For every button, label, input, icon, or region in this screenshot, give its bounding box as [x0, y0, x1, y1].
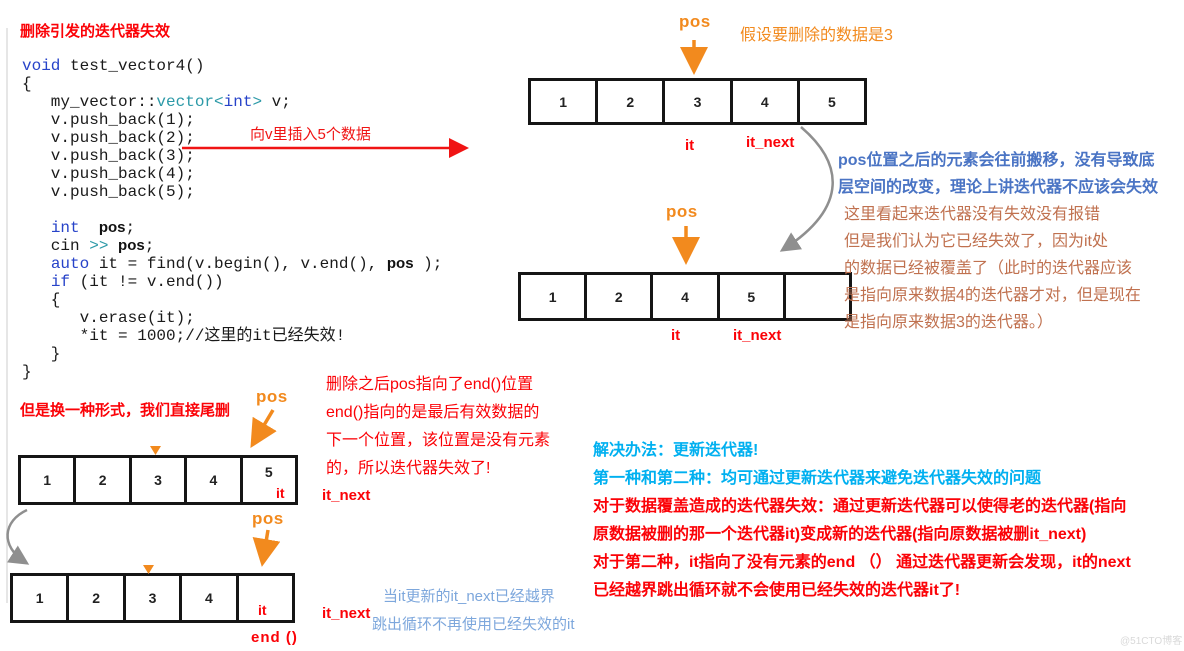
code-line [22, 201, 442, 219]
tail-curve-arrow [6, 508, 30, 565]
code-line: cin >> pos; [22, 237, 155, 255]
it-label-1: it [685, 137, 695, 154]
tail-delete-heading: 但是换一种形式，我们直接尾删 [20, 402, 231, 419]
vector-cell: 2 [66, 576, 122, 620]
page-edge-line [6, 28, 8, 603]
vector-cell: 4 [729, 81, 797, 122]
vector-cell [782, 275, 849, 318]
it-label-2: it [671, 327, 681, 344]
it-next-label-3: it_next [322, 487, 371, 504]
note-line: 这里看起来迭代器没有失效没有报错 [844, 206, 1101, 223]
vector-cell: 1 [35, 590, 44, 606]
note-line: 对于数据覆盖造成的迭代器失效：通过更新迭代器可以使得老的迭代器(指向 [593, 498, 1127, 515]
vector-cell: 5 [796, 81, 864, 122]
code-line: v.push_back(5); [22, 183, 195, 201]
note-line: 原数据被删的那一个迭代器it)变成新的迭代器(指向原数据被删it_next) [593, 526, 1087, 543]
note-line: 但是我们认为它已经失效了，因为it处 [844, 233, 1109, 250]
code-line: } [22, 345, 61, 363]
pos-label-3: pos [256, 387, 288, 406]
note-line: 删除之后pos指向了end()位置 [326, 376, 534, 393]
code-line: v.push_back(2); [22, 129, 195, 147]
note-line: 下一个位置，该位置是没有元素 [326, 432, 551, 449]
watermark: @51CTO博客 [1120, 636, 1183, 647]
shift-explanation-note: pos位置之后的元素会往前搬移，没有导致底层空间的改变，理论上讲迭代器不应该会失… [838, 147, 1158, 336]
vector-cell: 3 [128, 458, 184, 502]
vector-cell: 4 [650, 275, 716, 318]
vector-cell: 2 [73, 458, 128, 502]
vector-cell [235, 576, 292, 620]
code-line: *it = 1000;//这里的it已经失效! [22, 327, 346, 345]
insert-note: 向v里插入5个数据 [250, 126, 371, 143]
vector-cell: 5 [239, 458, 295, 502]
it-label-4: it [258, 602, 267, 618]
vector-cell: 3 [662, 81, 729, 122]
note-line: 的，所以迭代器失效了! [326, 460, 491, 477]
note-line: 层空间的改变，理论上讲迭代器不应该会失效 [838, 179, 1159, 196]
code-line: if (it != v.end()) [50, 273, 224, 291]
vector-cell: 3 [122, 576, 179, 620]
page-title: 删除引发的迭代器失效 [20, 23, 171, 40]
note-line: 的数据已经被覆盖了（此时的迭代器应该 [844, 260, 1133, 277]
code-line: v.push_back(3); [22, 147, 195, 165]
code-line: my_vector::vector<int> v; [22, 93, 291, 111]
note-line: 对于第二种，it指向了没有元素的end （） 通过迭代器更新会发现，it的nex… [593, 554, 1131, 571]
it-next-label-1: it_next [746, 134, 795, 151]
code-line: v.erase(it); [22, 309, 195, 327]
out-of-range-note-line1: 当it更新的it_next已经越界 [383, 588, 555, 605]
vector-cell: 5 [716, 275, 783, 318]
vector-cell: 1 [548, 288, 557, 305]
note-line: 第一种和第二种：均可通过更新迭代器来避免迭代器失效的问题 [593, 470, 1042, 487]
code-line: { [22, 291, 61, 309]
note-line: 是指向原来数据4的迭代器才对，但是现在 [844, 287, 1141, 304]
solution-note: 解决办法：更新迭代器! 第一种和第二种：均可通过更新迭代器来避免迭代器失效的问题对… [593, 437, 1131, 605]
code-line: int pos; [50, 219, 136, 237]
code-line: { [22, 75, 32, 93]
note-line: 已经越界跳出循环就不会使用已经失效的迭代器it了! [593, 582, 961, 599]
pos-label-1: pos [679, 12, 711, 31]
vector-cell: 1 [43, 472, 52, 488]
end-label: end () [251, 629, 298, 646]
vector-cell: 4 [184, 458, 239, 502]
code-line: void test_vector4() [22, 57, 205, 75]
code-line: } [22, 363, 32, 381]
note-line: pos位置之后的元素会往前搬移，没有导致底 [838, 152, 1155, 169]
vector-cell: 4 [179, 576, 235, 620]
vector-cell: 2 [584, 275, 650, 318]
it-next-label-4: it_next [322, 605, 371, 622]
code-line: v.push_back(4); [22, 165, 195, 183]
note-line: 是指向原来数据3的迭代器。） [844, 314, 1053, 331]
pos-arrow-3 [250, 409, 277, 449]
it-label-3: it [276, 485, 285, 501]
code-line: auto it = find(v.begin(), v.end(), pos )… [50, 255, 443, 273]
vector-cell: 2 [595, 81, 662, 122]
code-line: v.push_back(1); [22, 111, 195, 129]
tick-marker-1 [150, 446, 161, 455]
it-next-label-2: it_next [733, 327, 782, 344]
note-line: 解决办法：更新迭代器! [593, 442, 759, 459]
pos-label-2: pos [666, 202, 698, 221]
vector-cell: 1 [559, 93, 567, 110]
end-position-note: 删除之后pos指向了end()位置 end()指向的是最后有效数据的下一个位置，该… [326, 371, 550, 483]
note-line: end()指向的是最后有效数据的 [326, 404, 540, 421]
code-block: void test_vector4(){ my_vector::vector<i… [22, 57, 442, 381]
pos-arrow-4 [252, 529, 281, 567]
out-of-range-note-line2: 跳出循环不再使用已经失效的it [372, 616, 575, 633]
assume-note: 假设要删除的数据是3 [740, 27, 893, 44]
pos-label-4: pos [252, 509, 284, 528]
